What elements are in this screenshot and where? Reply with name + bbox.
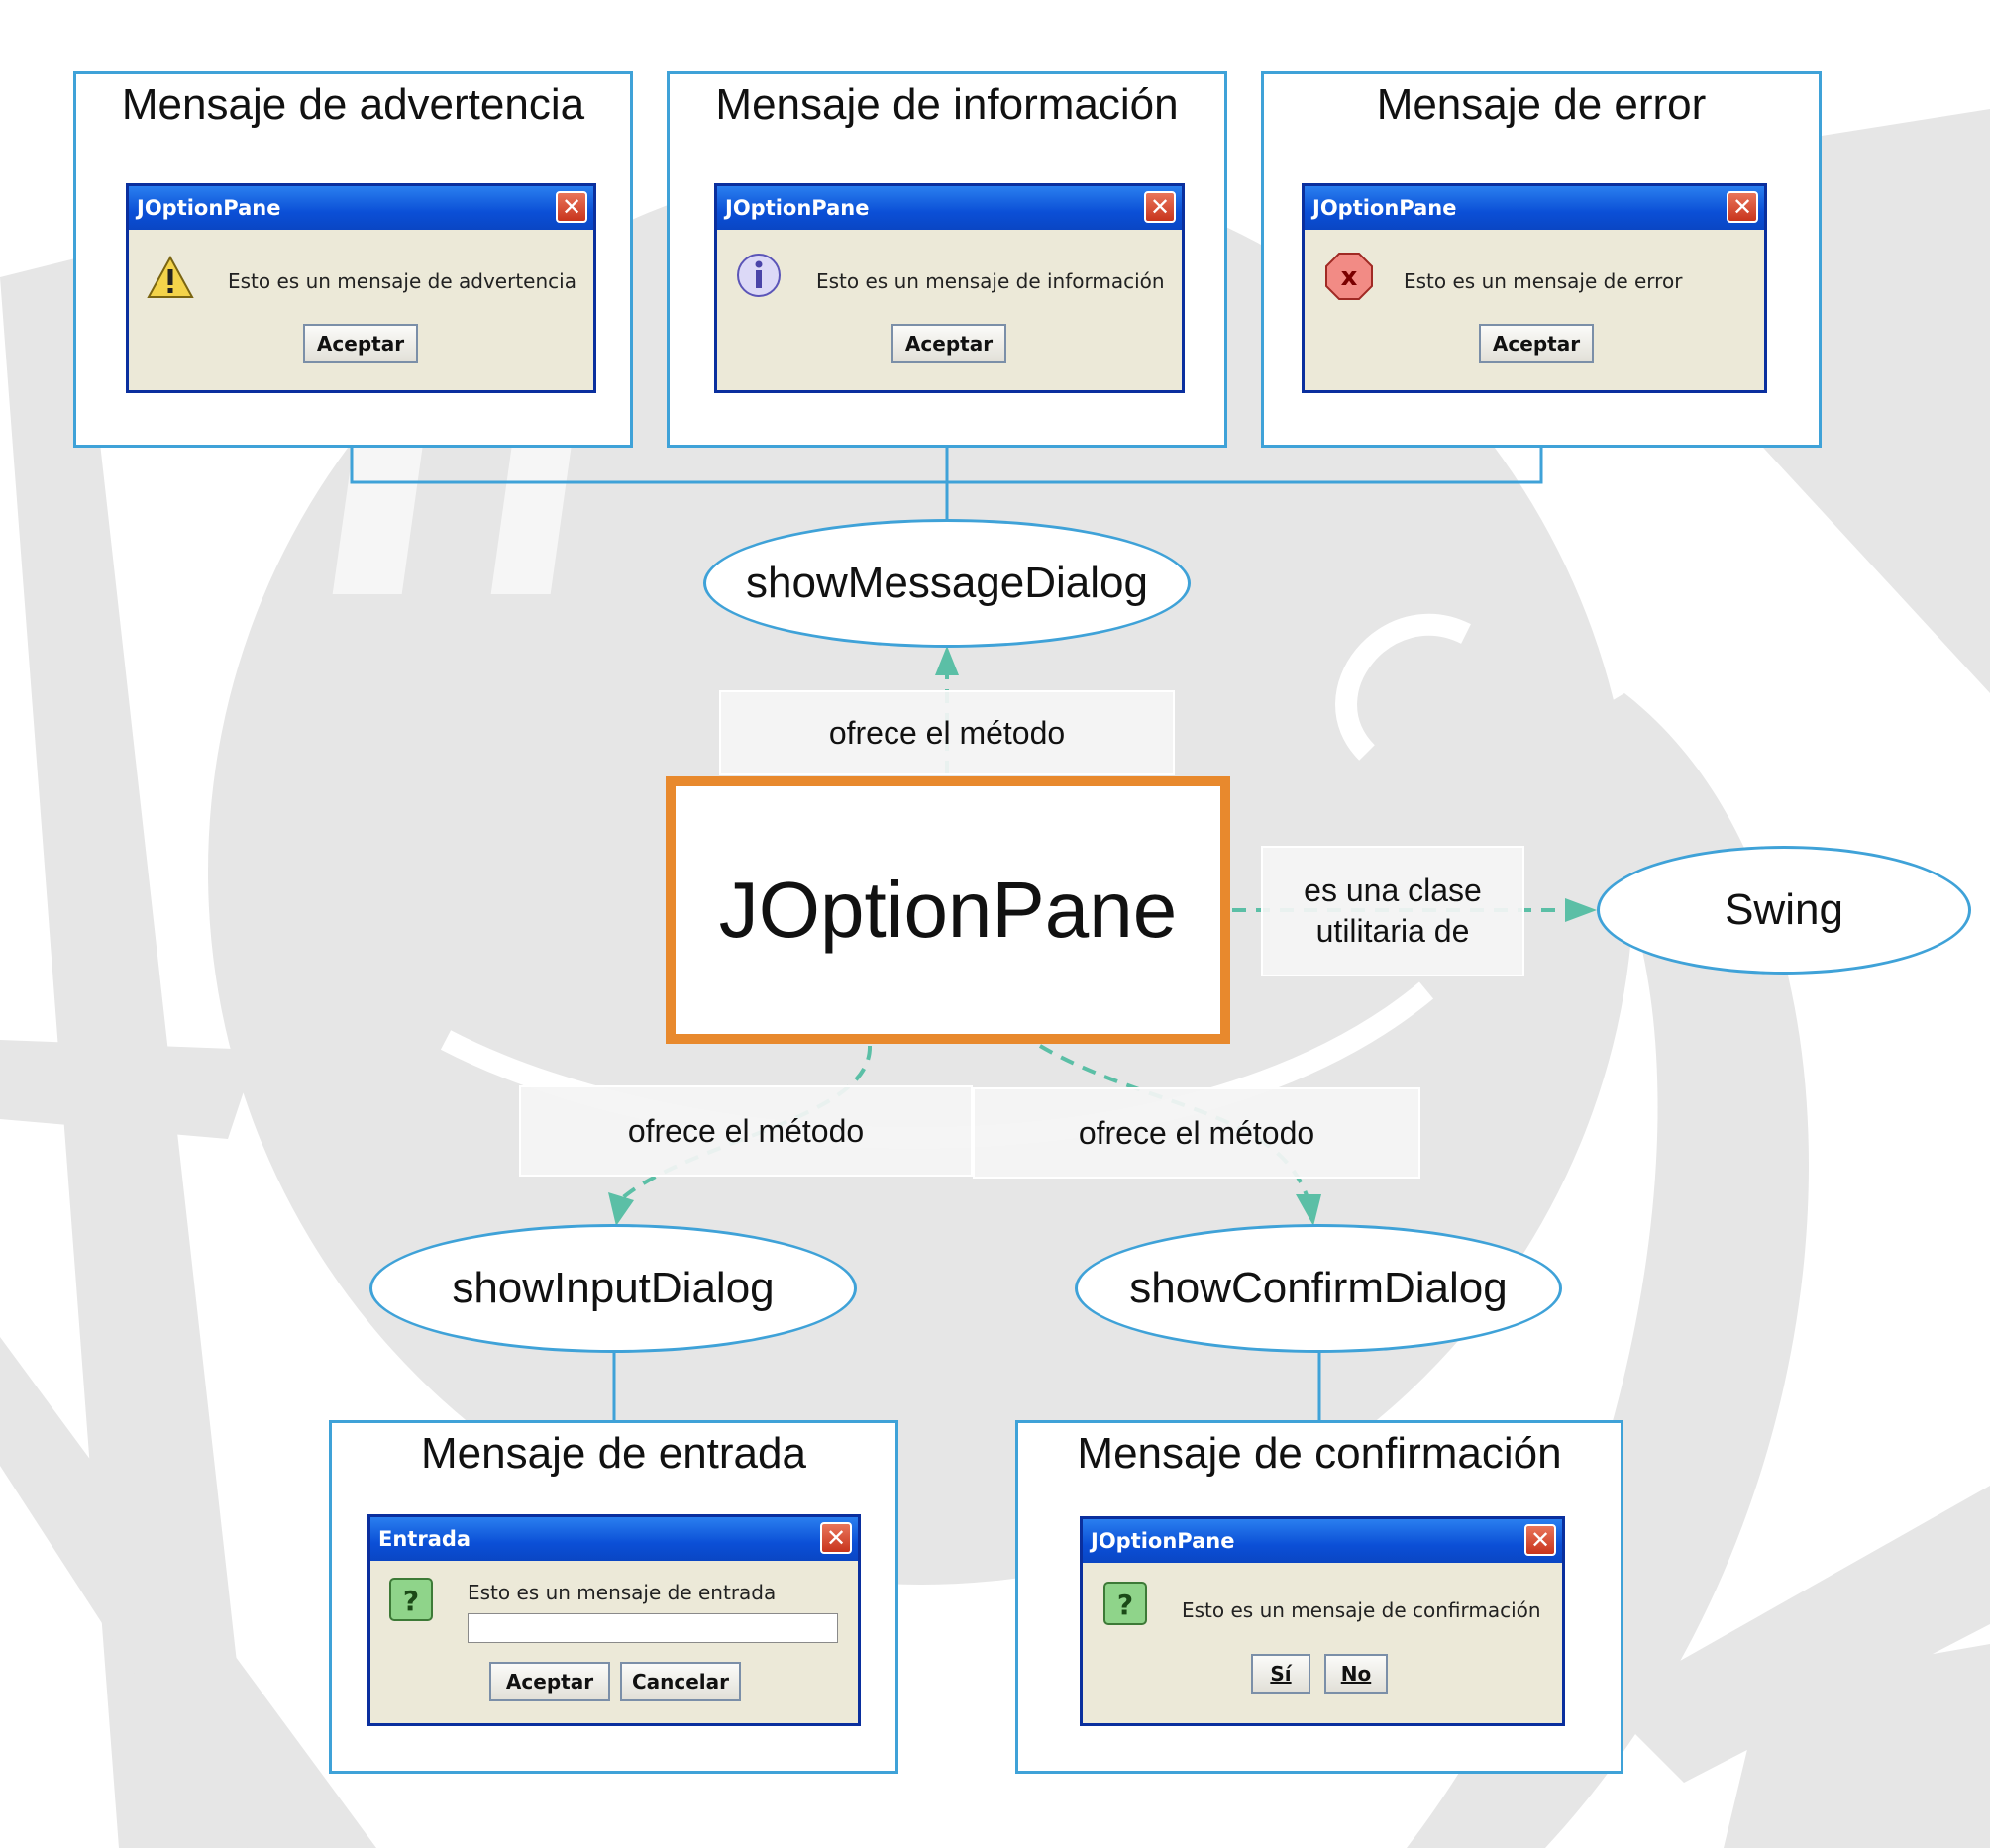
edge-label-offers-method-top: ofrece el método	[719, 690, 1175, 775]
no-button[interactable]: No	[1324, 1654, 1388, 1694]
dialog-title: JOptionPane	[1091, 1529, 1235, 1553]
dialog-message: Esto es un mensaje de confirmación	[1182, 1598, 1541, 1622]
error-message-box: Mensaje de error JOptionPane ✕ x Esto es…	[1261, 71, 1822, 448]
box-title: Mensaje de información	[715, 80, 1179, 129]
accept-button[interactable]: Aceptar	[489, 1662, 610, 1701]
information-message-box: Mensaje de información JOptionPane ✕ Est…	[667, 71, 1227, 448]
arrowhead-swing	[1565, 898, 1597, 922]
show-confirm-dialog-node: showConfirmDialog	[1075, 1224, 1562, 1353]
box-title: Mensaje de advertencia	[121, 80, 585, 129]
box-title: Mensaje de entrada	[421, 1429, 806, 1478]
close-icon[interactable]: ✕	[820, 1522, 852, 1554]
connector-message-boxes	[350, 446, 1543, 519]
dialog-titlebar: JOptionPane ✕	[129, 186, 593, 230]
dialog-title: JOptionPane	[137, 196, 281, 220]
warning-dialog: JOptionPane ✕ Esto es un mensaje de adve…	[126, 183, 596, 393]
arrowhead-left	[608, 1192, 634, 1226]
arrowhead-right	[1296, 1194, 1321, 1226]
dialog-message: Esto es un mensaje de error	[1404, 269, 1683, 293]
show-message-dialog-node: showMessageDialog	[703, 519, 1191, 648]
accept-button[interactable]: Aceptar	[1479, 324, 1594, 363]
information-dialog: JOptionPane ✕ Esto es un mensaje de info…	[714, 183, 1185, 393]
dialog-message: Esto es un mensaje de información	[816, 269, 1165, 293]
error-icon: x	[1325, 253, 1373, 300]
dialog-titlebar: JOptionPane ✕	[717, 186, 1182, 230]
text-input[interactable]	[468, 1613, 838, 1643]
dialog-titlebar: JOptionPane ✕	[1305, 186, 1764, 230]
edge-label-offers-method-left: ofrece el método	[519, 1085, 973, 1177]
error-dialog: JOptionPane ✕ x Esto es un mensaje de er…	[1302, 183, 1767, 393]
yes-button[interactable]: Sí	[1251, 1654, 1310, 1694]
dialog-title: JOptionPane	[1312, 196, 1457, 220]
confirm-message-box: Mensaje de confirmación JOptionPane ✕ ? …	[1015, 1420, 1623, 1774]
edge-label-line1: es una clase	[1304, 873, 1482, 909]
edge-label-offers-method-right: ofrece el método	[973, 1087, 1420, 1179]
close-icon[interactable]: ✕	[556, 191, 587, 223]
close-icon[interactable]: ✕	[1144, 191, 1176, 223]
accept-button[interactable]: Aceptar	[303, 324, 418, 363]
show-input-dialog-node: showInputDialog	[369, 1224, 857, 1353]
warning-message-box: Mensaje de advertencia JOptionPane ✕ Est…	[73, 71, 633, 448]
close-icon[interactable]: ✕	[1727, 191, 1758, 223]
swing-node: Swing	[1597, 846, 1971, 975]
edge-line-left	[620, 1045, 873, 1200]
dialog-title: Entrada	[378, 1527, 471, 1551]
close-icon[interactable]: ✕	[1524, 1524, 1556, 1556]
accept-button[interactable]: Aceptar	[891, 324, 1006, 363]
question-icon: ?	[389, 1578, 433, 1621]
input-message-box: Mensaje de entrada Entrada ✕ ? Esto es u…	[329, 1420, 898, 1774]
box-title: Mensaje de confirmación	[1077, 1429, 1562, 1478]
arrowhead-top	[935, 646, 959, 675]
info-icon	[737, 254, 781, 297]
edge-label-line2: utilitaria de	[1315, 913, 1470, 949]
cancel-button[interactable]: Cancelar	[620, 1662, 741, 1701]
svg-text:x: x	[1341, 262, 1358, 292]
svg-text:?: ?	[403, 1585, 419, 1617]
joptionpane-central-node: JOptionPane	[666, 776, 1230, 1044]
input-dialog: Entrada ✕ ? Esto es un mensaje de entrad…	[367, 1514, 861, 1726]
dialog-message: Esto es un mensaje de advertencia	[228, 269, 576, 293]
dialog-titlebar: JOptionPane ✕	[1083, 1519, 1562, 1563]
dialog-message: Esto es un mensaje de entrada	[468, 1581, 777, 1604]
question-icon: ?	[1103, 1582, 1147, 1625]
box-title: Mensaje de error	[1376, 80, 1707, 129]
confirm-dialog: JOptionPane ✕ ? Esto es un mensaje de co…	[1080, 1516, 1565, 1726]
warning-icon	[147, 256, 194, 298]
dialog-title: JOptionPane	[725, 196, 870, 220]
edge-label-utility-class-of: es una clase utilitaria de	[1261, 846, 1524, 976]
svg-text:?: ?	[1117, 1589, 1133, 1621]
dialog-titlebar: Entrada ✕	[370, 1517, 858, 1561]
